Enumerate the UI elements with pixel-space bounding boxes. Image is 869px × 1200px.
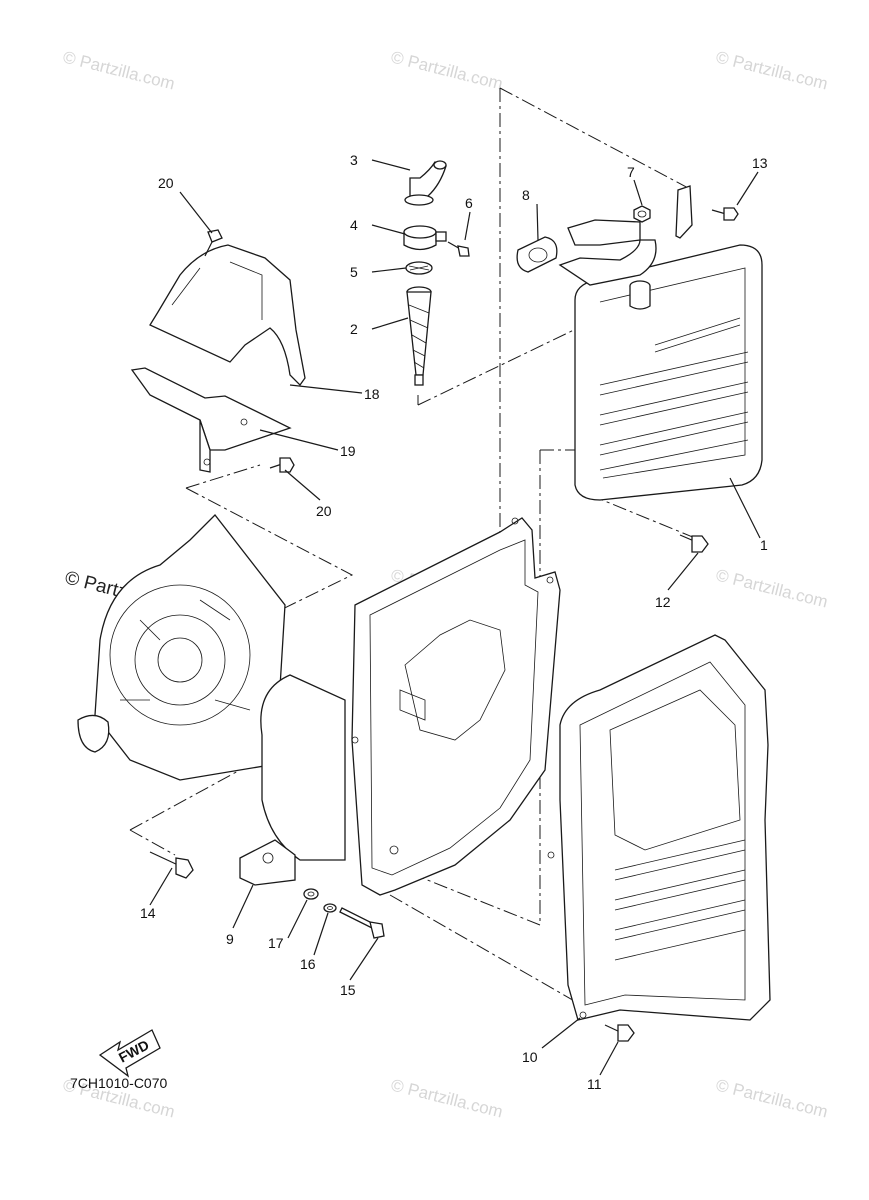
callout-4: 4 [350, 217, 358, 233]
part-bolt-6 [447, 241, 470, 257]
watermark: © Partzilla.com [714, 1075, 830, 1121]
part-gasket-8 [516, 236, 558, 273]
leader-lines [149, 159, 761, 1076]
callout-12: 12 [655, 594, 671, 610]
callout-3: 3 [350, 152, 358, 168]
callout-16: 16 [300, 956, 316, 972]
callout-9: 9 [226, 931, 234, 947]
callout-5: 5 [350, 264, 358, 280]
callout-2: 2 [350, 321, 358, 337]
part-engine-case [77, 514, 286, 781]
watermark: © Partzilla.com [389, 47, 505, 93]
part-bolt-12 [679, 534, 709, 553]
part-flywheel-cover-9 [239, 674, 346, 886]
callout-18: 18 [364, 386, 380, 402]
diagram-code: 7CH1010-C070 [70, 1075, 167, 1091]
watermark: © Partzilla.com [389, 1075, 505, 1121]
callout-15: 15 [340, 982, 356, 998]
part-duct-housing [351, 517, 561, 896]
part-bolt-14 [149, 851, 194, 879]
part-muffler-1 [558, 185, 763, 501]
part-washer-16 [323, 903, 337, 913]
part-bracket-19 [130, 367, 292, 473]
callout-13: 13 [752, 155, 768, 171]
part-bolt-11 [604, 1024, 635, 1042]
part-strainer-2 [406, 286, 432, 386]
callout-7: 7 [627, 164, 635, 180]
callouts: 1 2 3 4 5 6 7 8 9 10 11 12 13 14 15 16 1… [140, 152, 768, 1092]
callout-10: 10 [522, 1049, 538, 1065]
part-bolt-13 [711, 207, 739, 221]
part-screen-5 [405, 261, 433, 275]
part-nut-7 [633, 205, 651, 223]
watermark: © Partzilla.com [714, 47, 830, 93]
callout-19: 19 [340, 443, 356, 459]
fwd-arrow-icon: FWD [98, 1029, 161, 1078]
callout-20-top: 20 [158, 175, 174, 191]
part-bolt-15 [339, 907, 385, 939]
part-elbow-3 [404, 160, 447, 206]
callout-11: 11 [587, 1076, 602, 1092]
part-cover-10 [547, 634, 771, 1021]
callout-8: 8 [522, 187, 530, 203]
callout-1: 1 [760, 537, 768, 553]
part-clamp-4 [403, 225, 447, 251]
watermark: © Partzilla.com [714, 565, 830, 611]
part-washer-17 [303, 888, 319, 900]
callout-14: 14 [140, 905, 156, 921]
callout-20-bottom: 20 [316, 503, 332, 519]
part-cover-18 [149, 244, 306, 387]
callout-6: 6 [465, 195, 473, 211]
part-bolt-20-bottom [269, 457, 295, 473]
callout-17: 17 [268, 935, 284, 951]
watermark: © Partzilla.com [61, 47, 177, 93]
